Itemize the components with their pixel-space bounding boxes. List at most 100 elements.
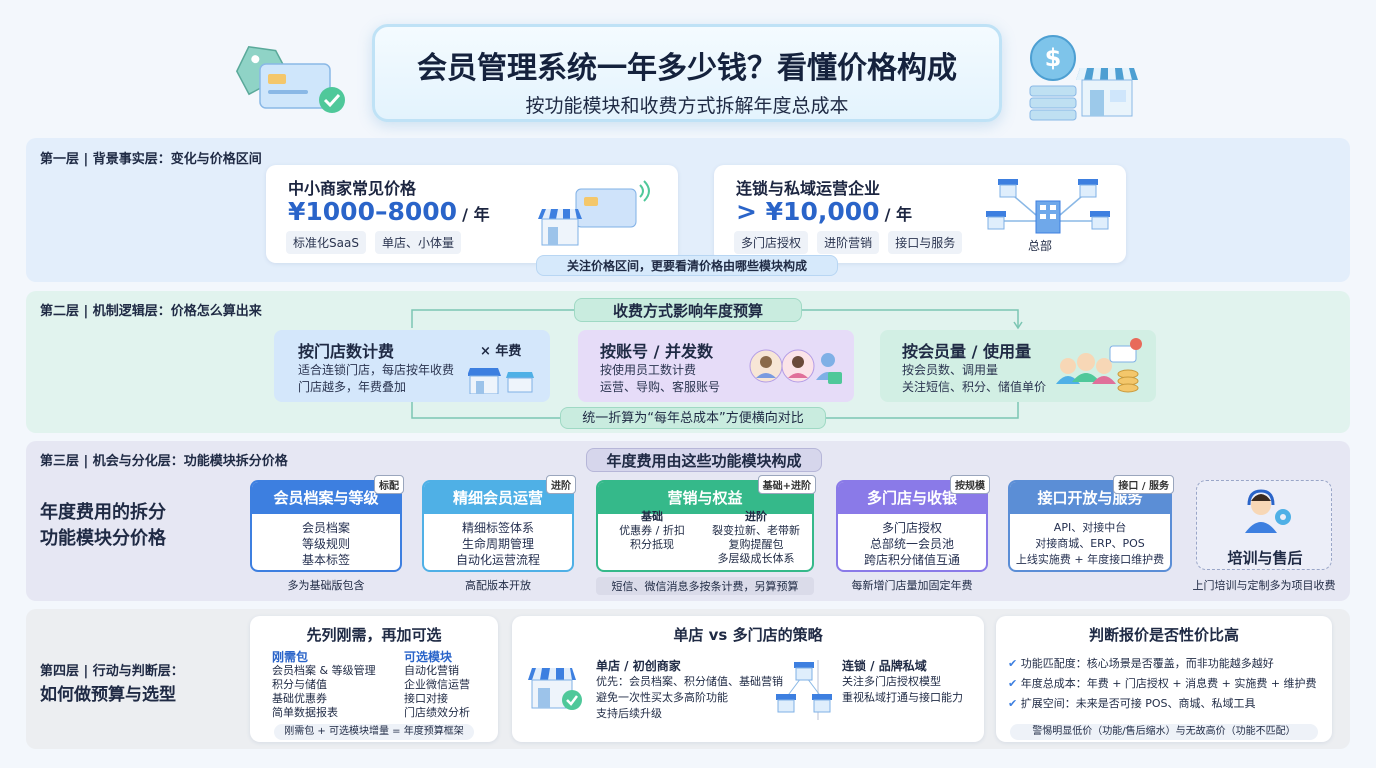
list-item: 企业微信运营 bbox=[404, 678, 470, 691]
module-line: 进阶 bbox=[745, 510, 767, 523]
optional-column: 可选模块 自动化营销 企业微信运营 接口对接 门店绩效分析 bbox=[404, 650, 470, 720]
module-line: 对接商城、ERP、POS bbox=[1035, 537, 1145, 550]
chain-business-title: 连锁与私域运营企业 bbox=[736, 179, 881, 198]
module-multi-store: 多门店与收银 按规模 多门店授权 总部统一会员池 跨店积分储值互通 bbox=[836, 475, 990, 572]
layer-1-label: 第一层 | 背景事实层：变化与价格区间 bbox=[40, 152, 262, 167]
list-item: 关注多门店授权模型 bbox=[842, 675, 941, 688]
page-subtitle: 按功能模块和收费方式拆解年度总成本 bbox=[525, 95, 849, 117]
tag: 进阶营销 bbox=[817, 231, 880, 254]
page-title: 会员管理系统一年多少钱？看懂价格构成 bbox=[417, 51, 957, 86]
module-line: 总部统一会员池 bbox=[869, 537, 954, 551]
layer-2-footer: 统一折算为“每年总成本”方便横向对比 bbox=[560, 407, 826, 429]
chain-business-tags: 多门店授权 进阶营销 接口与服务 bbox=[734, 231, 966, 254]
store-card-icon bbox=[536, 179, 656, 249]
module-line: API、对接中台 bbox=[1053, 521, 1127, 534]
module-line: 自动化运营流程 bbox=[455, 553, 540, 567]
training-title: 培训与售后 bbox=[1227, 549, 1303, 567]
list-item: 优先：会员档案、积分储值、基础营销 bbox=[596, 675, 783, 688]
check-icon: ✔ bbox=[1008, 657, 1021, 670]
billing-method-desc: 门店越多，年费叠加 bbox=[298, 380, 407, 394]
billing-method-title: 按门店数计费 bbox=[298, 342, 395, 361]
billing-method-desc: 关注短信、积分、储值单价 bbox=[902, 380, 1047, 394]
module-fine-operation: 精细会员运营 进阶 精细标签体系 生命周期管理 自动化运营流程 bbox=[422, 475, 576, 572]
support-agent-icon bbox=[1239, 487, 1295, 539]
small-business-price-row: ¥1000–8000 / 年 bbox=[288, 197, 490, 226]
module-badge: 标配 bbox=[374, 475, 404, 494]
optional-heading: 可选模块 bbox=[404, 650, 453, 664]
module-note: 短信、微信消息多按条计费，另算预算 bbox=[596, 577, 814, 595]
check-icon: ✔ bbox=[1008, 677, 1021, 690]
list-item: ✔ 功能匹配度：核心场景是否覆盖，而非功能越多越好 bbox=[1008, 654, 1317, 674]
module-line: 跨店积分储值互通 bbox=[863, 553, 960, 567]
hq-label: 总部 bbox=[1028, 239, 1053, 253]
module-badge: 接口 / 服务 bbox=[1113, 475, 1174, 494]
module-line: 多门店授权 bbox=[881, 521, 942, 535]
tag: 接口与服务 bbox=[888, 231, 963, 254]
billing-method-desc: 按会员数、调用量 bbox=[902, 363, 999, 377]
small-business-tags: 标准化SaaS 单店、小体量 bbox=[286, 231, 465, 254]
single-store-heading: 单店 / 初创商家 bbox=[596, 659, 681, 673]
value-judgement-card: 判断报价是否性价比高 ✔ 功能匹配度：核心场景是否覆盖，而非功能越多越好 ✔ 年… bbox=[996, 616, 1332, 742]
module-line: 精细标签体系 bbox=[461, 521, 534, 535]
criteria-text: 年度总成本：年费 + 门店授权 + 消息费 + 实施费 + 维护费 bbox=[1020, 677, 1317, 690]
members-coins-icon bbox=[1052, 336, 1152, 402]
card-title: 先列刚需，再加可选 bbox=[306, 626, 442, 644]
warning-note: 警惕明显低价（功能/售后缩水）与无故高价（功能不匹配） bbox=[1010, 724, 1318, 740]
module-badge: 按规模 bbox=[950, 475, 990, 494]
small-business-price: ¥1000–8000 bbox=[288, 197, 458, 226]
must-have-column: 刚需包 会员档案 & 等级管理 积分与储值 基础优惠券 简单数据报表 bbox=[272, 650, 376, 720]
list-item: 门店绩效分析 bbox=[404, 706, 470, 719]
list-item: 基础优惠券 bbox=[272, 692, 327, 705]
module-col-advanced: 进阶 裂变拉新、老带新 复购提醒包 多层级成长体系 bbox=[700, 510, 812, 566]
staff-users-icon bbox=[746, 344, 846, 398]
module-line: 多层级成长体系 bbox=[717, 552, 795, 565]
module-api-service: 接口开放与服务 接口 / 服务 API、对接中台 对接商城、ERP、POS 上线… bbox=[1008, 475, 1174, 572]
tag: 单店、小体量 bbox=[375, 231, 462, 254]
layer-3-side-title-2: 功能模块分价格 bbox=[40, 528, 166, 549]
list-item: 避免一次性买太多高阶功能 bbox=[596, 691, 728, 704]
module-marketing: 营销与权益 基础+进阶 基础 优惠券 / 折扣 积分抵现 进阶 裂变拉新、老带新… bbox=[596, 475, 816, 572]
small-business-card: 中小商家常见价格 ¥1000–8000 / 年 标准化SaaS 单店、小体量 bbox=[266, 165, 678, 263]
training-support-card: 培训与售后 bbox=[1196, 480, 1332, 570]
store-strategy-card: 单店 vs 多门店的策略 单店 / 初创商家 优先：会员档案、积分储值、基础营销… bbox=[512, 616, 984, 742]
module-line: 复购提醒包 bbox=[728, 538, 784, 551]
card-title: 判断报价是否性价比高 bbox=[1088, 626, 1239, 644]
small-business-title: 中小商家常见价格 bbox=[288, 179, 417, 198]
module-badge: 进阶 bbox=[546, 475, 576, 494]
chain-business-card: 连锁与私域运营企业 > ¥10,000 / 年 多门店授权 进阶营销 接口与服务 bbox=[714, 165, 1126, 263]
module-line: 会员档案 bbox=[301, 521, 350, 535]
module-line: 积分抵现 bbox=[630, 538, 674, 551]
chain-stores-icon bbox=[774, 660, 834, 720]
chain-strategy-text: 连锁 / 品牌私域 关注多门店授权模型 重视私域打通与接口能力 bbox=[842, 658, 963, 706]
layer-3-label: 第三层 | 机会与分化层：功能模块拆分价格 bbox=[40, 454, 288, 469]
module-line: 上线实施费 + 年度接口维护费 bbox=[1015, 553, 1165, 566]
module-line: 基础 bbox=[641, 510, 663, 523]
billing-method-by-store: 按门店数计费 × 年费 适合连锁门店，每店按年收费 门店越多，年费叠加 bbox=[274, 330, 550, 402]
module-line: 裂变拉新、老带新 bbox=[712, 524, 800, 537]
tag: 标准化SaaS bbox=[286, 231, 366, 254]
criteria-text: 扩展空间：未来是否可接 POS、商城、私域工具 bbox=[1020, 697, 1256, 710]
list-item: 会员档案 & 等级管理 bbox=[272, 664, 376, 677]
list-item: 自动化营销 bbox=[404, 664, 459, 677]
list-item: ✔ 年度总成本：年费 + 门店授权 + 消息费 + 实施费 + 维护费 bbox=[1008, 674, 1317, 694]
store-icon bbox=[467, 362, 538, 398]
criteria-list: ✔ 功能匹配度：核心场景是否覆盖，而非功能越多越好 ✔ 年度总成本：年费 + 门… bbox=[1008, 654, 1317, 714]
headquarters-network-icon bbox=[978, 173, 1118, 243]
layer-4-label: 第四层 | 行动与判断层： bbox=[40, 664, 184, 679]
training-note: 上门培训与定制多为项目收费 bbox=[1192, 579, 1336, 592]
module-member-profile: 会员档案与等级 标配 会员档案 等级规则 基本标签 bbox=[250, 475, 404, 572]
list-item: 积分与储值 bbox=[272, 678, 327, 691]
list-item: ✔ 扩展空间：未来是否可接 POS、商城、私域工具 bbox=[1008, 694, 1317, 714]
billing-method-desc: 适合连锁门店，每店按年收费 bbox=[298, 363, 455, 377]
price-tag-card-icon bbox=[230, 38, 350, 118]
criteria-text: 功能匹配度：核心场景是否覆盖，而非功能越多越好 bbox=[1020, 657, 1274, 670]
must-have-heading: 刚需包 bbox=[272, 650, 309, 664]
module-badge: 基础+进阶 bbox=[757, 475, 816, 494]
module-line: 等级规则 bbox=[301, 537, 350, 551]
layer-2-label: 第二层 | 机制逻辑层：价格怎么算出来 bbox=[40, 304, 262, 319]
list-item: 重视私域打通与接口能力 bbox=[842, 691, 963, 704]
chain-business-unit: / 年 bbox=[884, 205, 913, 224]
module-line: 基本标签 bbox=[301, 553, 350, 567]
chain-business-price-row: > ¥10,000 / 年 bbox=[736, 197, 912, 226]
module-body: 会员档案 等级规则 基本标签 bbox=[252, 514, 400, 568]
